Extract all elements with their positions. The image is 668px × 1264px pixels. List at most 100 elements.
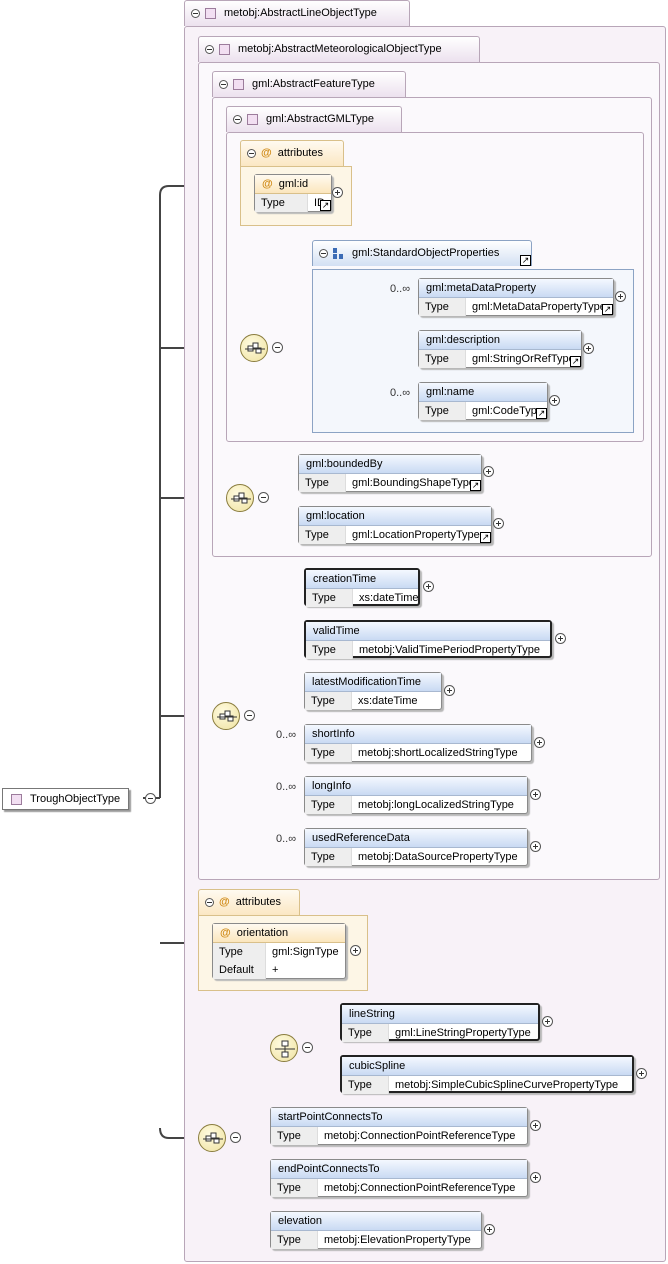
sequence-compositor-icon[interactable]: [240, 334, 268, 362]
type-link-icon[interactable]: [536, 408, 547, 419]
element-name: endPointConnectsTo: [271, 1160, 527, 1179]
attribute-icon: @: [261, 147, 272, 159]
abstract-meteorological-object-type-header[interactable]: metobj:AbstractMeteorologicalObjectType: [198, 36, 480, 62]
collapse-icon[interactable]: [258, 492, 269, 503]
collapse-icon[interactable]: [230, 1132, 241, 1143]
expand-icon[interactable]: [444, 685, 455, 696]
element-name: startPointConnectsTo: [271, 1108, 527, 1127]
abstract-line-object-type-label: metobj:AbstractLineObjectType: [224, 7, 377, 19]
choice-compositor-icon[interactable]: [270, 1034, 298, 1062]
expand-icon[interactable]: [423, 581, 434, 592]
root-element-label: TroughObjectType: [30, 793, 121, 805]
type-label: Type: [213, 943, 266, 961]
collapse-icon[interactable]: [233, 114, 242, 124]
expand-icon[interactable]: [534, 737, 545, 748]
collapse-icon[interactable]: [272, 342, 283, 353]
sequence-compositor-icon[interactable]: [212, 702, 240, 730]
abstract-gml-type-label: gml:AbstractGMLType: [266, 113, 374, 125]
attribute-name: gml:id: [278, 178, 309, 190]
attribute-type: gml:SignType: [272, 946, 339, 958]
type-link-icon[interactable]: [570, 356, 581, 367]
complex-type-icon: [11, 793, 22, 805]
type-label: Type: [419, 298, 466, 316]
collapse-icon[interactable]: [219, 79, 228, 89]
root-element-trough-object-type[interactable]: TroughObjectType: [2, 788, 130, 810]
expand-icon[interactable]: [555, 633, 566, 644]
type-link-icon[interactable]: [520, 255, 531, 266]
collapse-icon[interactable]: [244, 710, 255, 721]
expand-icon[interactable]: [636, 1068, 647, 1079]
complex-type-icon: [233, 78, 244, 90]
line-attributes-header[interactable]: @attributes: [198, 889, 300, 915]
abstract-feature-type-header[interactable]: gml:AbstractFeatureType: [212, 71, 406, 97]
type-link-icon[interactable]: [480, 532, 491, 543]
expand-icon[interactable]: [615, 291, 626, 302]
abstract-line-object-type-header[interactable]: metobj:AbstractLineObjectType: [184, 0, 410, 26]
complex-type-icon: [219, 43, 230, 55]
expand-icon[interactable]: [530, 789, 541, 800]
type-label: Type: [342, 1024, 389, 1042]
collapse-icon[interactable]: [319, 248, 328, 258]
collapse-icon[interactable]: [205, 44, 214, 54]
standard-object-properties-header[interactable]: gml:StandardObjectProperties: [312, 240, 532, 266]
element-name: lineString: [342, 1005, 538, 1024]
element-name: shortInfo: [305, 725, 531, 744]
sequence-compositor-icon[interactable]: [198, 1124, 226, 1152]
expand-icon[interactable]: [530, 841, 541, 852]
sequence-compositor-icon[interactable]: [226, 484, 254, 512]
type-label: Type: [305, 848, 352, 866]
expand-icon[interactable]: [530, 1120, 541, 1131]
collapse-icon[interactable]: [145, 793, 156, 804]
type-label: Type: [419, 402, 466, 420]
element-type: metobj:shortLocalizedStringType: [358, 747, 518, 759]
expand-icon[interactable]: [332, 187, 343, 198]
collapse-icon[interactable]: [247, 148, 256, 158]
default-label: Default: [213, 961, 266, 979]
expand-icon[interactable]: [484, 1224, 495, 1235]
element-type: gml:MetaDataPropertyType: [472, 301, 606, 313]
gml-attributes-header[interactable]: @attributes: [240, 140, 344, 166]
standard-object-properties-label: gml:StandardObjectProperties: [352, 247, 500, 259]
expand-icon[interactable]: [493, 518, 504, 529]
gml-id-attribute[interactable]: @gml:id TypeID: [254, 174, 332, 212]
expand-icon[interactable]: [483, 466, 494, 477]
element-name: creationTime: [306, 570, 418, 589]
expand-icon[interactable]: [549, 395, 560, 406]
expand-icon[interactable]: [542, 1016, 553, 1027]
type-label: Type: [419, 350, 466, 368]
abstract-gml-type-header[interactable]: gml:AbstractGMLType: [226, 106, 402, 132]
expand-icon[interactable]: [530, 1172, 541, 1183]
type-label: Type: [306, 641, 353, 659]
element-name: usedReferenceData: [305, 829, 527, 848]
attribute-icon: @: [262, 178, 273, 190]
type-link-icon[interactable]: [470, 480, 481, 491]
type-link-icon[interactable]: [320, 200, 331, 211]
collapse-icon[interactable]: [302, 1042, 313, 1053]
collapse-icon[interactable]: [205, 897, 214, 907]
expand-icon[interactable]: [583, 343, 594, 354]
collapse-icon[interactable]: [191, 8, 200, 18]
type-label: Type: [306, 589, 353, 607]
cardinality-label: 0..∞: [276, 833, 297, 845]
type-link-icon[interactable]: [602, 304, 613, 315]
element-type: gml:StringOrRefType: [472, 353, 575, 365]
type-label: Type: [271, 1231, 318, 1249]
expand-icon[interactable]: [350, 945, 361, 956]
